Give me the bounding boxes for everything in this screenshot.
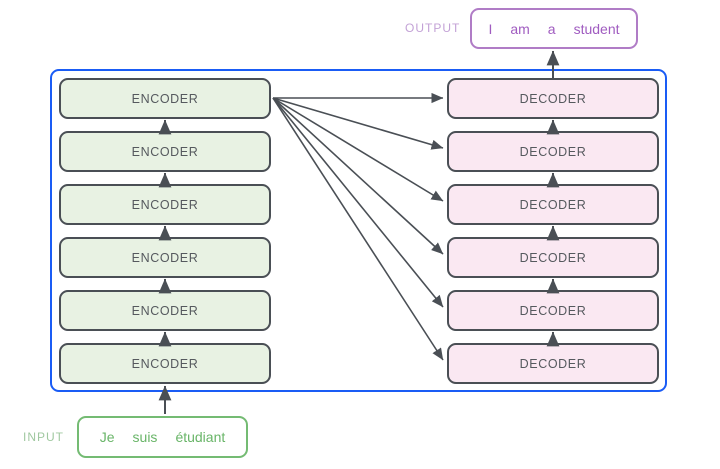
model-container bbox=[50, 69, 667, 392]
decoder-block-2[interactable]: DECODER bbox=[447, 131, 659, 172]
decoder-block-6[interactable]: DECODER bbox=[447, 343, 659, 384]
encoder-block-1[interactable]: ENCODER bbox=[59, 78, 271, 119]
decoder-block-label: DECODER bbox=[519, 250, 587, 265]
decoder-block-5[interactable]: DECODER bbox=[447, 290, 659, 331]
input-token: Je bbox=[99, 429, 115, 445]
decoder-block-label: DECODER bbox=[519, 356, 587, 371]
encoder-block-5[interactable]: ENCODER bbox=[59, 290, 271, 331]
encoder-block-6[interactable]: ENCODER bbox=[59, 343, 271, 384]
encoder-block-label: ENCODER bbox=[131, 197, 199, 212]
encoder-block-label: ENCODER bbox=[131, 303, 199, 318]
decoder-block-4[interactable]: DECODER bbox=[447, 237, 659, 278]
encoder-block-label: ENCODER bbox=[131, 250, 199, 265]
encoder-block-label: ENCODER bbox=[131, 91, 199, 106]
input-token: suis bbox=[132, 429, 158, 445]
input-box[interactable]: Je suis étudiant bbox=[77, 416, 248, 458]
decoder-block-label: DECODER bbox=[519, 144, 587, 159]
decoder-block-label: DECODER bbox=[519, 197, 587, 212]
decoder-block-label: DECODER bbox=[519, 303, 587, 318]
decoder-block-label: DECODER bbox=[519, 91, 587, 106]
decoder-stack: DECODER DECODER DECODER DECODER DECODER … bbox=[447, 78, 659, 384]
output-token: am bbox=[510, 20, 530, 37]
output-tokens: I am a student bbox=[488, 21, 619, 37]
encoder-block-3[interactable]: ENCODER bbox=[59, 184, 271, 225]
output-token: a bbox=[547, 20, 556, 37]
input-label: INPUT bbox=[23, 430, 64, 444]
encoder-block-2[interactable]: ENCODER bbox=[59, 131, 271, 172]
input-token: étudiant bbox=[175, 429, 226, 445]
output-token: I bbox=[488, 20, 493, 37]
input-tokens: Je suis étudiant bbox=[100, 429, 226, 445]
output-token: student bbox=[573, 20, 620, 37]
decoder-block-3[interactable]: DECODER bbox=[447, 184, 659, 225]
encoder-block-4[interactable]: ENCODER bbox=[59, 237, 271, 278]
encoder-block-label: ENCODER bbox=[131, 356, 199, 371]
decoder-block-1[interactable]: DECODER bbox=[447, 78, 659, 119]
encoder-stack: ENCODER ENCODER ENCODER ENCODER ENCODER … bbox=[59, 78, 271, 384]
output-box[interactable]: I am a student bbox=[470, 8, 638, 49]
encoder-block-label: ENCODER bbox=[131, 144, 199, 159]
output-label: OUTPUT bbox=[405, 21, 461, 35]
